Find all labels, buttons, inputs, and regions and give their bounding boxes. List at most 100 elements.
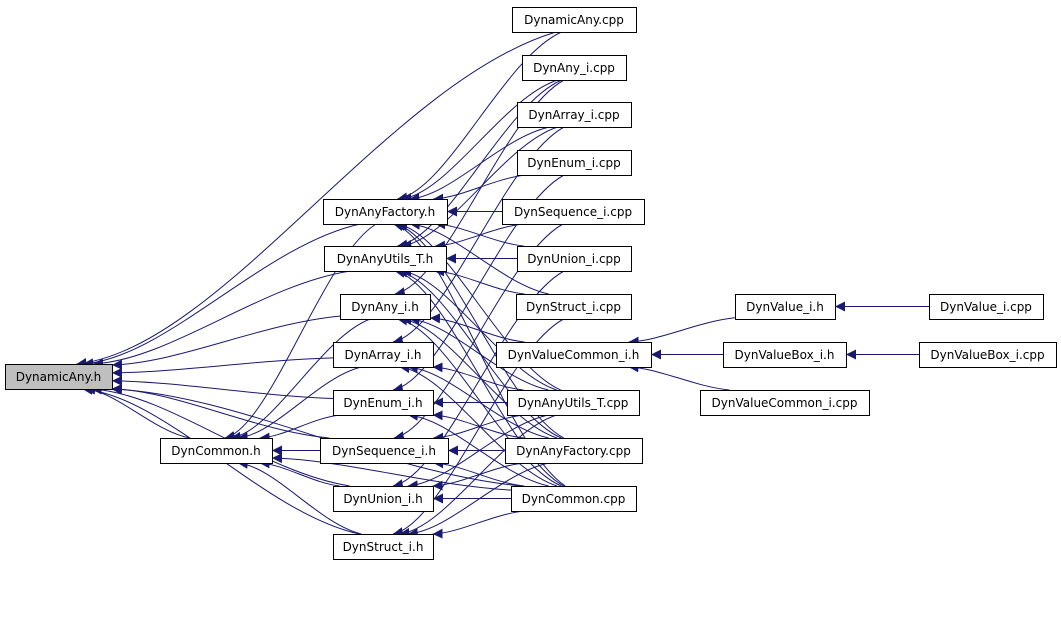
edge-dynany_i_cpp-includes-dynanyutils_t_h	[397, 79, 562, 250]
node-label: DynValue_i.h	[746, 300, 824, 314]
node-dynvaluecommon-i-h[interactable]: DynValueCommon_i.h	[496, 342, 652, 368]
edge-dynanyutils_t_cpp-includes-dynsequence_i_h	[433, 414, 524, 443]
edge-dynvaluecommon_i_h-includes-dynany_i_h	[429, 313, 525, 343]
node-label: DynValueBox_i.h	[735, 348, 835, 362]
edge-dynanyfactory_cpp-includes-dynunion_i_h	[432, 462, 524, 491]
node-dynstruct-i-cpp[interactable]: DynStruct_i.cpp	[516, 294, 632, 320]
node-dynunion-i-h[interactable]: DynUnion_i.h	[333, 486, 434, 512]
nodes-layer: DynamicAny.hDynCommon.hDynAnyFactory.hDy…	[5, 7, 1057, 560]
node-dynvaluecommon-i-cpp[interactable]: DynValueCommon_i.cpp	[700, 390, 870, 416]
node-box	[512, 7, 637, 33]
edge-dynsequence_i_cpp-includes-dynsequence_i_h	[393, 223, 564, 442]
edge-dynvaluecommon_i_cpp-includes-dynvaluecommon_i_h	[628, 362, 730, 391]
edge-dynvalue_i_h-includes-dynvaluecommon_i_h	[628, 317, 736, 347]
edge-dyncommon_cpp-includes-dynamicany_h	[111, 384, 521, 487]
edge-dynanyutils_t_cpp-includes-dynunion_i_h	[407, 414, 549, 491]
edge-dynstruct_i_cpp-includes-dynanyutils_t_h	[434, 266, 525, 295]
node-label: DynArray_i.h	[344, 348, 421, 362]
edge-dynanyutils_t_cpp-includes-dynanyfactory_h	[397, 220, 561, 391]
node-box	[522, 55, 627, 81]
node-label: DynAnyFactory.h	[335, 205, 435, 219]
node-dyncommon-cpp[interactable]: DynCommon.cpp	[511, 486, 637, 512]
node-dynsequence-i-h[interactable]: DynSequence_i.h	[320, 438, 449, 464]
edge-dynenum_i_cpp-includes-dynenum_i_h	[392, 174, 565, 394]
node-box	[496, 342, 652, 368]
node-dynanyutils-t-h[interactable]: DynAnyUtils_T.h	[324, 246, 447, 272]
edge-dynstruct_i_cpp-includes-dynstruct_i_h	[392, 318, 564, 538]
node-box	[333, 534, 434, 560]
node-dynanyfactory-h[interactable]: DynAnyFactory.h	[323, 199, 448, 225]
node-dynarray-i-cpp[interactable]: DynArray_i.cpp	[517, 102, 632, 128]
node-dynany-i-cpp[interactable]: DynAny_i.cpp	[522, 55, 627, 81]
node-dynanyutils-t-cpp[interactable]: DynAnyUtils_T.cpp	[507, 390, 640, 416]
edge-dyncommon_cpp-includes-dynstruct_i_h	[432, 510, 524, 539]
edge-dynanyfactory_cpp-includes-dynarray_i_h	[407, 362, 549, 439]
edge-dynarray_i_cpp-includes-dynanyutils_t_h	[401, 126, 558, 250]
edge-dynunion_i_cpp-includes-dynunion_i_h	[392, 270, 565, 490]
node-dynvalue-i-cpp[interactable]: DynValue_i.cpp	[929, 294, 1044, 320]
node-box	[320, 438, 449, 464]
node-label: DynAny_i.cpp	[533, 61, 615, 75]
node-box	[507, 390, 640, 416]
node-box	[324, 246, 447, 272]
edge-dynanyutils_t_cpp-includes-dynany_i_h	[409, 314, 549, 391]
edge-dynanyfactory_cpp-includes-dynenum_i_h	[432, 410, 524, 439]
node-box	[517, 150, 632, 176]
node-dynsequence-i-cpp[interactable]: DynSequence_i.cpp	[502, 199, 645, 225]
edge-dynanyfactory_h-includes-dynamicany_h	[83, 223, 361, 369]
edge-dynanyutils_t_cpp-includes-dynarray_i_h	[432, 362, 524, 391]
node-box	[929, 294, 1044, 320]
node-dynanyfactory-cpp[interactable]: DynAnyFactory.cpp	[505, 438, 643, 464]
edge-dynunion_i_h-includes-dyncommon_h	[259, 458, 340, 487]
edge-dynunion_i_h-includes-dynamicany_h	[91, 384, 350, 487]
edge-dynenum_i_cpp-includes-dynanyfactory_h	[433, 174, 526, 204]
node-dynarray-i-h[interactable]: DynArray_i.h	[333, 342, 434, 368]
node-dynenum-i-h[interactable]: DynEnum_i.h	[333, 390, 434, 416]
node-box	[505, 438, 643, 464]
node-dynunion-i-cpp[interactable]: DynUnion_i.cpp	[517, 246, 632, 272]
edge-dynanyutils_t_h-includes-dynamicany_h	[93, 270, 351, 369]
edge-dynany_i_h-includes-dyncommon_h	[230, 318, 371, 442]
node-label: DynSequence_i.cpp	[514, 205, 632, 219]
node-label: DynArray_i.cpp	[528, 108, 619, 122]
node-label: DynSequence_i.h	[332, 444, 436, 458]
node-label: DynCommon.h	[171, 444, 260, 458]
node-dynvaluebox-i-h[interactable]: DynValueBox_i.h	[723, 342, 847, 368]
node-dyncommon-h[interactable]: DynCommon.h	[160, 438, 273, 464]
edge-dynarray_i_cpp-includes-dynanyfactory_h	[409, 126, 550, 204]
node-dynvalue-i-h[interactable]: DynValue_i.h	[735, 294, 836, 320]
edge-dynamicany_cpp-includes-dynanyfactory_h	[397, 31, 562, 203]
node-box	[333, 342, 434, 368]
edge-dynarray_i_cpp-includes-dynarray_i_h	[392, 126, 565, 346]
node-dynstruct-i-h[interactable]: DynStruct_i.h	[333, 534, 434, 560]
node-label: DynAnyUtils_T.h	[337, 252, 434, 266]
edge-dynany_i_h-includes-dynamicany_h	[111, 315, 341, 370]
edge-dynsequence_i_cpp-includes-dynanyutils_t_h	[434, 223, 524, 251]
edge-dyncommon_cpp-includes-dyncommon_h	[271, 453, 512, 491]
node-dynamicany-h: DynamicAny.h	[5, 364, 113, 390]
node-dynenum-i-cpp[interactable]: DynEnum_i.cpp	[517, 150, 632, 176]
edge-dynamicany_cpp-includes-dynamicany_h	[76, 31, 557, 368]
node-dynany-i-h[interactable]: DynAny_i.h	[340, 294, 431, 320]
node-dynamicany-cpp[interactable]: DynamicAny.cpp	[512, 7, 637, 33]
node-box	[502, 199, 645, 225]
edge-dynany_i_cpp-includes-dynany_i_h	[394, 79, 565, 298]
edges-layer	[76, 31, 929, 539]
node-label: DynValueBox_i.cpp	[930, 348, 1044, 362]
edge-dynenum_i_h-includes-dynamicany_h	[111, 375, 334, 399]
edge-dynanyfactory_h-includes-dyncommon_h	[224, 223, 377, 441]
node-label: DynValue_i.cpp	[940, 300, 1032, 314]
edge-dynanyutils_t_cpp-includes-dynstruct_i_h	[399, 414, 557, 538]
node-label: DynUnion_i.h	[343, 492, 422, 506]
node-box	[333, 390, 434, 416]
node-box	[516, 294, 632, 320]
node-label: DynamicAny.h	[16, 370, 102, 384]
node-box	[511, 486, 637, 512]
node-box	[700, 390, 870, 416]
node-label: DynStruct_i.h	[343, 540, 424, 554]
edge-dynstruct_i_cpp-includes-dynanyfactory_h	[409, 219, 549, 295]
node-dynvaluebox-i-cpp[interactable]: DynValueBox_i.cpp	[919, 342, 1057, 368]
edge-dynenum_i_h-includes-dyncommon_h	[259, 414, 340, 443]
node-box	[5, 364, 113, 390]
